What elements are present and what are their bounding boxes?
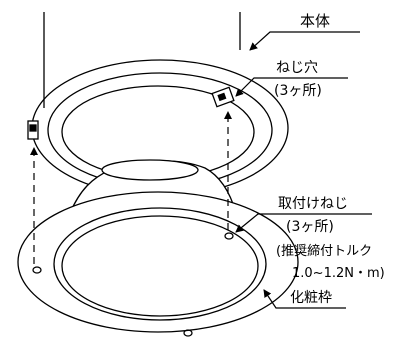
trim-screw-hole-bottom [183, 329, 193, 337]
trim-frame [17, 191, 299, 337]
leader-trim-frame [263, 289, 286, 309]
trim-screw-holes [32, 232, 234, 337]
leader-screw-hole [235, 77, 272, 97]
trim-opening [61, 215, 259, 317]
label-torque-note: (推奨締付トルク [276, 243, 372, 259]
alignment-arrows [30, 111, 232, 264]
label-mounting-screw-count: (3ヶ所) [286, 219, 334, 235]
screw-hole-boss-left [27, 120, 39, 140]
label-body: 本体 [300, 12, 330, 30]
trim-inner-ring [53, 207, 267, 321]
trim-outer-ring [17, 191, 299, 333]
label-screw-hole-count: (3ヶ所) [274, 83, 322, 99]
trim-screw-hole-left [32, 266, 42, 274]
leader-mounting-screw [235, 213, 275, 233]
label-mounting-screw: 取付けねじ [278, 196, 348, 212]
trim-screw-hole-right [224, 232, 234, 240]
leader-body [249, 31, 292, 51]
screw-hole-boss-right [211, 86, 235, 108]
leader-lines [235, 31, 372, 309]
label-screw-hole: ねじ穴 [276, 60, 318, 76]
label-trim-frame: 化粧枠 [290, 290, 332, 306]
label-torque-value: 1.0~1.2N・m) [292, 266, 385, 281]
